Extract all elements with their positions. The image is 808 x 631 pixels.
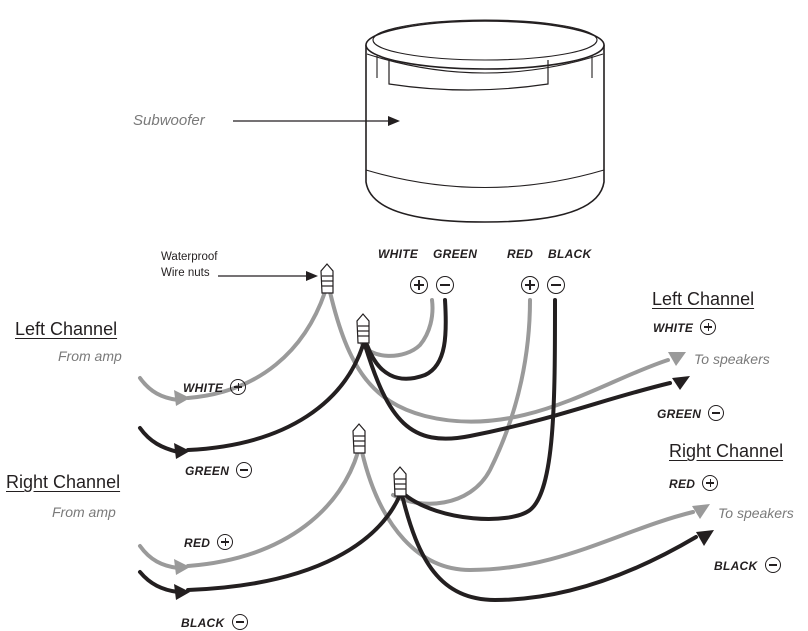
- plus-icon: [702, 475, 719, 491]
- subwoofer-pointer-arrowhead: [388, 116, 400, 126]
- arrow-right-black-in: [174, 584, 190, 600]
- left-out-positive-label: WHITE: [653, 319, 717, 335]
- right-in-source: From amp: [52, 504, 116, 520]
- right-in-positive-text: RED: [184, 536, 211, 550]
- terminal-green-minus-icon: [436, 276, 454, 294]
- minus-icon: [764, 557, 781, 573]
- plus-icon: [700, 319, 717, 335]
- left-in-negative-text: GREEN: [185, 464, 230, 478]
- right-out-positive-label: RED: [669, 475, 719, 491]
- right-in-heading: Right Channel: [6, 472, 121, 492]
- right-out-destination: To speakers: [718, 505, 794, 521]
- plus-icon: [230, 379, 247, 395]
- arrow-right-red-out: [692, 504, 710, 519]
- terminal-label-white: WHITE: [378, 247, 419, 261]
- left-out-negative-label: GREEN: [657, 405, 725, 421]
- right-out-heading: Right Channel: [669, 441, 784, 461]
- terminal-black-minus-icon: [547, 276, 565, 294]
- left-in-negative-label: GREEN: [185, 462, 253, 478]
- subwoofer-label: Subwoofer: [133, 112, 205, 129]
- arrow-left-white-out: [668, 352, 686, 366]
- grey-wires: [186, 290, 695, 573]
- right-out-positive-text: RED: [669, 477, 696, 491]
- wire-nut-pointer-arrowhead: [306, 271, 318, 281]
- arrow-left-green-out: [672, 376, 690, 390]
- right-out-negative-label: BLACK: [714, 557, 781, 573]
- arrow-right-red-in: [174, 559, 190, 575]
- plus-icon: [217, 534, 234, 550]
- wire-nuts-label: Waterproof Wire nuts: [161, 249, 217, 281]
- right-in-positive-label: RED: [184, 534, 234, 550]
- terminal-label-black: BLACK: [548, 247, 592, 261]
- wire-nut-left: [356, 313, 370, 344]
- left-out-negative-text: GREEN: [657, 407, 702, 421]
- left-out-heading: Left Channel: [652, 289, 755, 309]
- terminal-label-green: GREEN: [433, 247, 478, 261]
- left-out-positive-text: WHITE: [653, 321, 694, 335]
- terminal-label-red: RED: [507, 247, 534, 261]
- black-wires: [186, 298, 698, 603]
- subwoofer-drawing: [365, 19, 605, 223]
- wire-nut-top: [320, 263, 334, 294]
- right-in-negative-label: BLACK: [181, 614, 248, 630]
- input-arrows: [138, 376, 180, 594]
- minus-icon: [231, 614, 248, 630]
- right-in-negative-text: BLACK: [181, 616, 225, 630]
- terminal-red-plus-icon: [521, 276, 539, 294]
- left-out-destination: To speakers: [694, 351, 770, 367]
- minus-icon: [236, 462, 253, 478]
- minus-icon: [708, 405, 725, 421]
- arrow-left-green-in: [174, 443, 190, 459]
- left-in-positive-label: WHITE: [183, 379, 247, 395]
- wire-nuts-label-line1: Waterproof: [161, 251, 218, 263]
- terminal-white-plus-icon: [410, 276, 428, 294]
- left-in-positive-text: WHITE: [183, 381, 224, 395]
- arrow-right-black-out: [696, 530, 714, 546]
- wire-nut-right: [393, 466, 407, 497]
- wire-nuts-label-line2: Wire nuts: [161, 267, 210, 279]
- wire-nut-mid: [352, 423, 366, 454]
- left-in-source: From amp: [58, 348, 122, 364]
- right-out-negative-text: BLACK: [714, 559, 758, 573]
- left-in-heading: Left Channel: [15, 319, 118, 339]
- arrow-left-white-in: [174, 390, 190, 406]
